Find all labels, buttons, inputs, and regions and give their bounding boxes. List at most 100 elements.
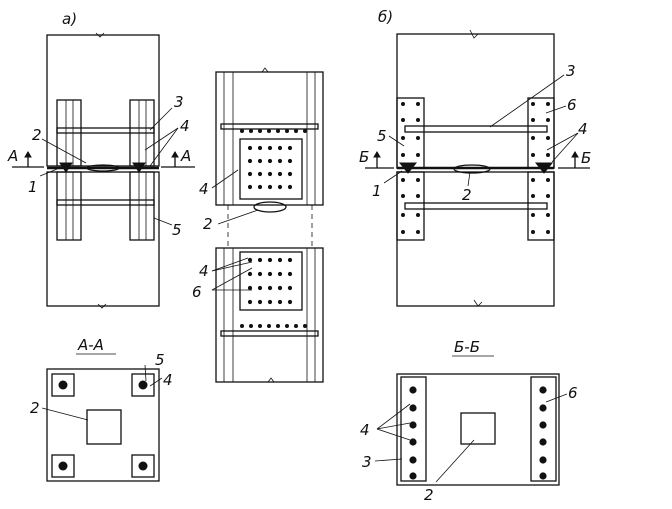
section-bb-label-4: 4 bbox=[360, 421, 370, 439]
bolt-head bbox=[267, 324, 271, 328]
section-bb-outline bbox=[396, 373, 560, 486]
section-aa-label-4: 4 bbox=[163, 371, 173, 389]
section-bb-pad bbox=[460, 412, 496, 445]
section-b-left-label: Б bbox=[359, 148, 369, 166]
mid-label-6: 6 bbox=[192, 283, 202, 301]
exploded-lower-column bbox=[215, 247, 324, 383]
panel-a: а) A A 2 bbox=[7, 10, 195, 309]
bolt-head bbox=[546, 136, 550, 140]
bolt-head bbox=[416, 213, 420, 217]
section-aa-label-2: 2 bbox=[30, 399, 40, 417]
label-b-3: 3 bbox=[566, 62, 576, 80]
bolt-head bbox=[409, 472, 417, 480]
lower-bar bbox=[56, 199, 155, 206]
lower-right-plate bbox=[129, 171, 155, 241]
bolt-head bbox=[257, 299, 263, 305]
bolt-head bbox=[546, 194, 550, 198]
bolt-head bbox=[247, 158, 253, 164]
bolt-head bbox=[409, 386, 417, 394]
bolt-head bbox=[257, 145, 263, 151]
bolt-head bbox=[401, 230, 405, 234]
bolt-head bbox=[58, 461, 68, 471]
bolt-head bbox=[416, 230, 420, 234]
bolt-head bbox=[409, 456, 417, 464]
upper-column bbox=[46, 34, 160, 167]
bolt-head bbox=[287, 184, 293, 190]
bolt-head bbox=[276, 324, 280, 328]
lower-left-plate bbox=[56, 171, 82, 241]
bolt-head bbox=[546, 118, 550, 122]
bolt-head bbox=[247, 171, 253, 177]
bolt-head bbox=[539, 456, 547, 464]
bolt-head bbox=[277, 285, 283, 291]
upper-column-b bbox=[396, 33, 555, 169]
bolt-head bbox=[416, 194, 420, 198]
break-mark-bottom bbox=[97, 303, 107, 309]
bolt-head bbox=[531, 136, 535, 140]
bolt-head bbox=[416, 102, 420, 106]
bolt-head bbox=[267, 171, 273, 177]
bolt-head bbox=[287, 171, 293, 177]
bolt-head bbox=[257, 285, 263, 291]
exploded-view: 4 2 4 6 bbox=[192, 67, 324, 383]
bolt-head bbox=[267, 257, 273, 263]
bolt-head bbox=[287, 158, 293, 164]
bolt-head bbox=[401, 153, 405, 157]
mid-label-2: 2 bbox=[203, 215, 213, 233]
bolt-head bbox=[267, 285, 273, 291]
label-2: 2 bbox=[32, 126, 42, 144]
section-bb-right-plate bbox=[530, 376, 557, 482]
bolt-head bbox=[258, 129, 262, 133]
bolt-head bbox=[546, 178, 550, 182]
section-a-left-label: A bbox=[7, 147, 18, 165]
bolt-head bbox=[247, 257, 253, 263]
section-aa-label-5: 5 bbox=[155, 351, 165, 369]
bolt-head bbox=[539, 404, 547, 412]
panel-b: б) Б Б 3 6 4 5 1 bbox=[359, 8, 591, 307]
bolt-head bbox=[287, 257, 293, 263]
bolt-head bbox=[267, 271, 273, 277]
lower-column bbox=[46, 171, 160, 307]
lower-right-plate-b bbox=[527, 171, 555, 241]
bolt-head bbox=[409, 421, 417, 429]
bolt-head bbox=[277, 299, 283, 305]
section-bb: Б-Б 6 4 3 2 bbox=[360, 338, 578, 504]
bolt-head bbox=[277, 145, 283, 151]
bolt-head bbox=[249, 129, 253, 133]
bolt-head bbox=[416, 136, 420, 140]
bolt-head bbox=[416, 178, 420, 182]
bolt-head bbox=[416, 118, 420, 122]
bolt-head bbox=[539, 386, 547, 394]
bolt-head bbox=[277, 158, 283, 164]
panel-a-title: а) bbox=[62, 10, 77, 28]
label-4: 4 bbox=[180, 117, 190, 135]
bolt-head bbox=[249, 324, 253, 328]
bolt-head bbox=[401, 194, 405, 198]
label-b-1: 1 bbox=[372, 182, 382, 200]
bolt-head bbox=[531, 194, 535, 198]
section-bb-left-plate bbox=[400, 376, 427, 482]
bolt-head bbox=[409, 404, 417, 412]
bolt-head bbox=[267, 129, 271, 133]
mid-label-4b: 4 bbox=[199, 262, 209, 280]
exploded-lower-plate bbox=[239, 251, 303, 311]
bolt-head bbox=[287, 285, 293, 291]
bolt-head bbox=[546, 230, 550, 234]
bolt-head bbox=[539, 438, 547, 446]
label-5: 5 bbox=[172, 221, 182, 239]
bolt-heads bbox=[58, 102, 550, 480]
bolt-head bbox=[240, 129, 244, 133]
bolt-head bbox=[258, 324, 262, 328]
bolt-head bbox=[546, 213, 550, 217]
bolt-head bbox=[287, 145, 293, 151]
bolt-head bbox=[257, 158, 263, 164]
bolt-head bbox=[539, 421, 547, 429]
bolt-head bbox=[401, 213, 405, 217]
exploded-upper-column bbox=[215, 71, 324, 206]
bolt-head bbox=[277, 271, 283, 277]
upper-bar bbox=[56, 127, 155, 134]
bolt-head bbox=[294, 324, 298, 328]
section-aa: А-А 5 4 2 bbox=[30, 336, 173, 482]
section-b-right-label: Б bbox=[581, 149, 591, 167]
label-b-5: 5 bbox=[377, 127, 387, 145]
